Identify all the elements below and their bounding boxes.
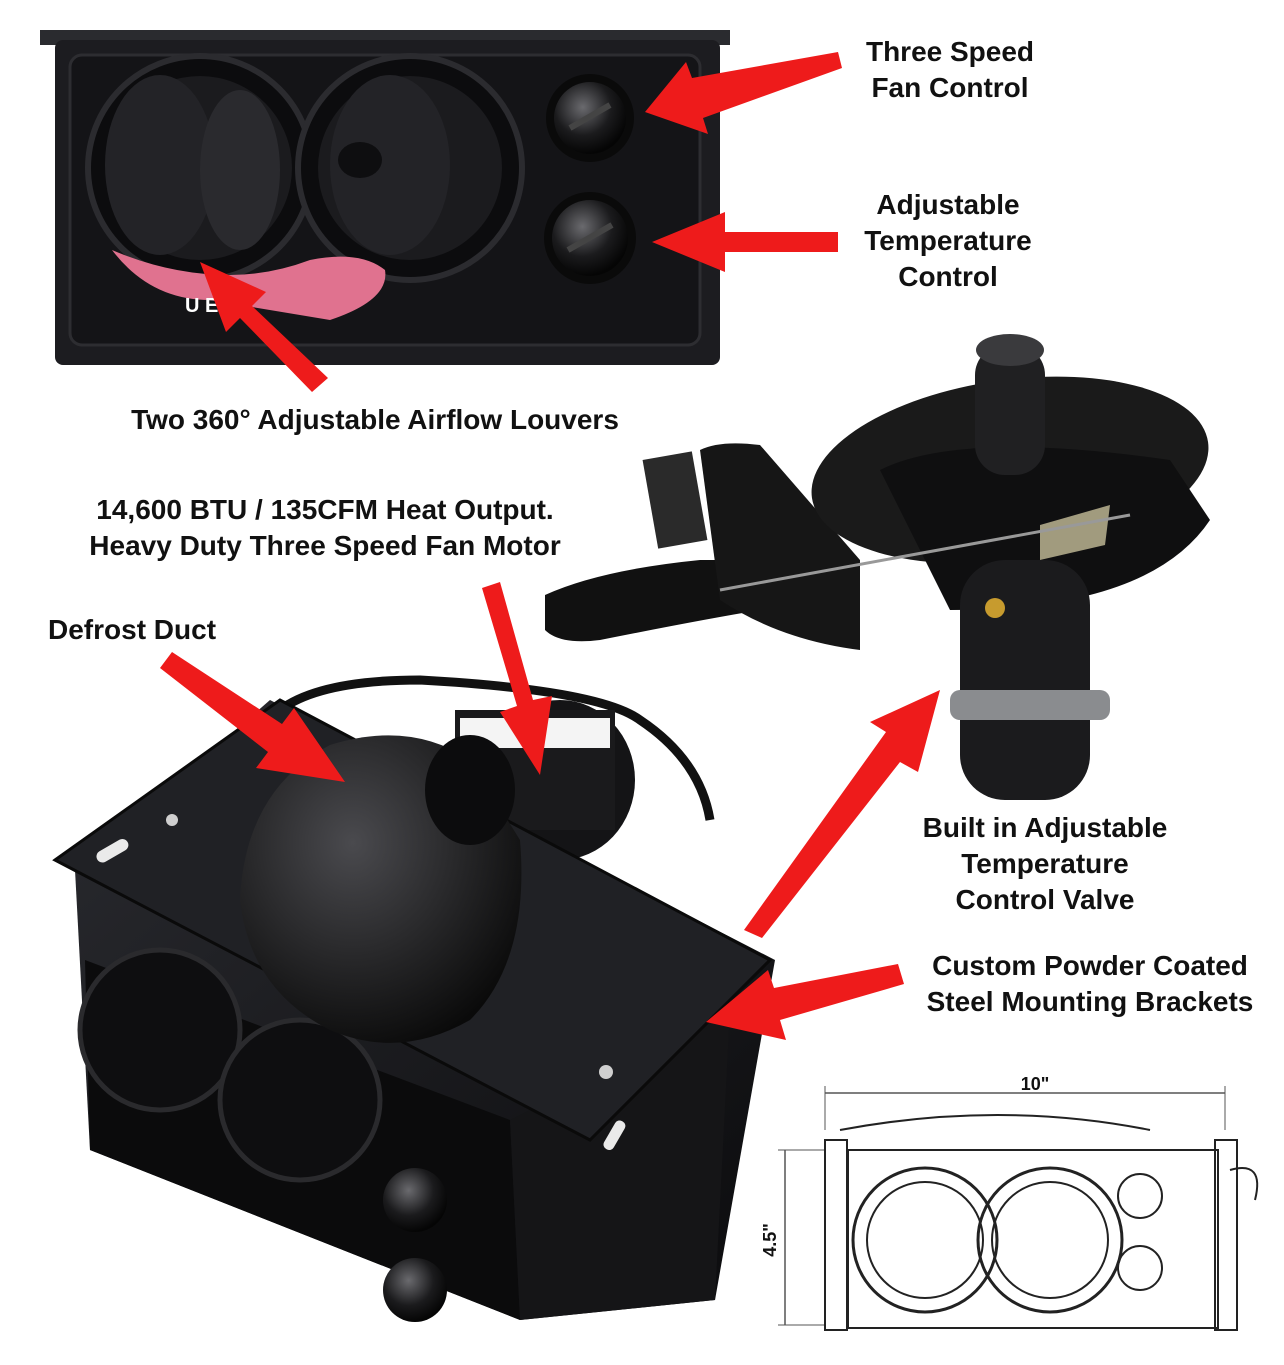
right-louver: [295, 53, 525, 283]
control-valve-photo: [545, 334, 1210, 800]
arrow-defrost: [160, 652, 345, 782]
louvers-line: Two 360° Adjustable Airflow Louvers: [131, 404, 619, 435]
arrow-fan-control: [645, 52, 842, 134]
height-dimension-label: 4.5": [760, 1223, 780, 1257]
callout-arrows: [160, 52, 940, 1040]
fan-control-line-2: Fan Control: [871, 72, 1029, 103]
brackets-label: Custom Powder Coated Steel Mounting Brac…: [905, 948, 1275, 1020]
arrow-temp-control: [652, 212, 838, 272]
heat-output-line-2: Heavy Duty Three Speed Fan Motor: [89, 530, 561, 561]
louvers-label: Two 360° Adjustable Airflow Louvers: [100, 402, 650, 438]
arrow-louvers: [200, 262, 328, 392]
temp-control-line-3: Control: [898, 261, 998, 292]
heater-unit-photo: [52, 675, 775, 1322]
defrost-line: Defrost Duct: [48, 614, 217, 645]
arrow-valve: [744, 690, 940, 938]
dimension-drawing: 10" 4.5": [760, 1074, 1259, 1331]
fan-control-label: Three Speed Fan Control: [830, 34, 1070, 106]
defrost-label: Defrost Duct: [48, 612, 268, 648]
temp-control-line-1: Adjustable: [876, 189, 1020, 220]
arrow-heat-output: [482, 582, 552, 775]
temperature-knob: [544, 192, 636, 284]
temp-control-label: Adjustable Temperature Control: [838, 187, 1058, 295]
width-dimension-label: 10": [1021, 1074, 1050, 1094]
fan-control-line-1: Three Speed: [865, 36, 1035, 67]
arrow-brackets: [706, 964, 904, 1040]
brackets-line-1: Custom Powder Coated: [932, 950, 1248, 981]
heat-output-label: 14,600 BTU / 135CFM Heat Output. Heavy D…: [55, 492, 595, 564]
temp-control-line-2: Temperature: [864, 225, 1032, 256]
heat-output-line-1: 14,600 BTU / 135CFM Heat Output.: [96, 494, 554, 525]
front-panel-photo: U EAT: [40, 30, 730, 365]
left-louver: [85, 53, 315, 283]
brackets-line-2: Steel Mounting Brackets: [926, 986, 1254, 1017]
valve-line-3: Control Valve: [955, 884, 1135, 915]
fan-speed-knob: [546, 74, 634, 162]
valve-line-1: Built in Adjustable: [922, 812, 1168, 843]
valve-label: Built in Adjustable Temperature Control …: [905, 810, 1185, 918]
valve-line-2: Temperature: [961, 848, 1129, 879]
